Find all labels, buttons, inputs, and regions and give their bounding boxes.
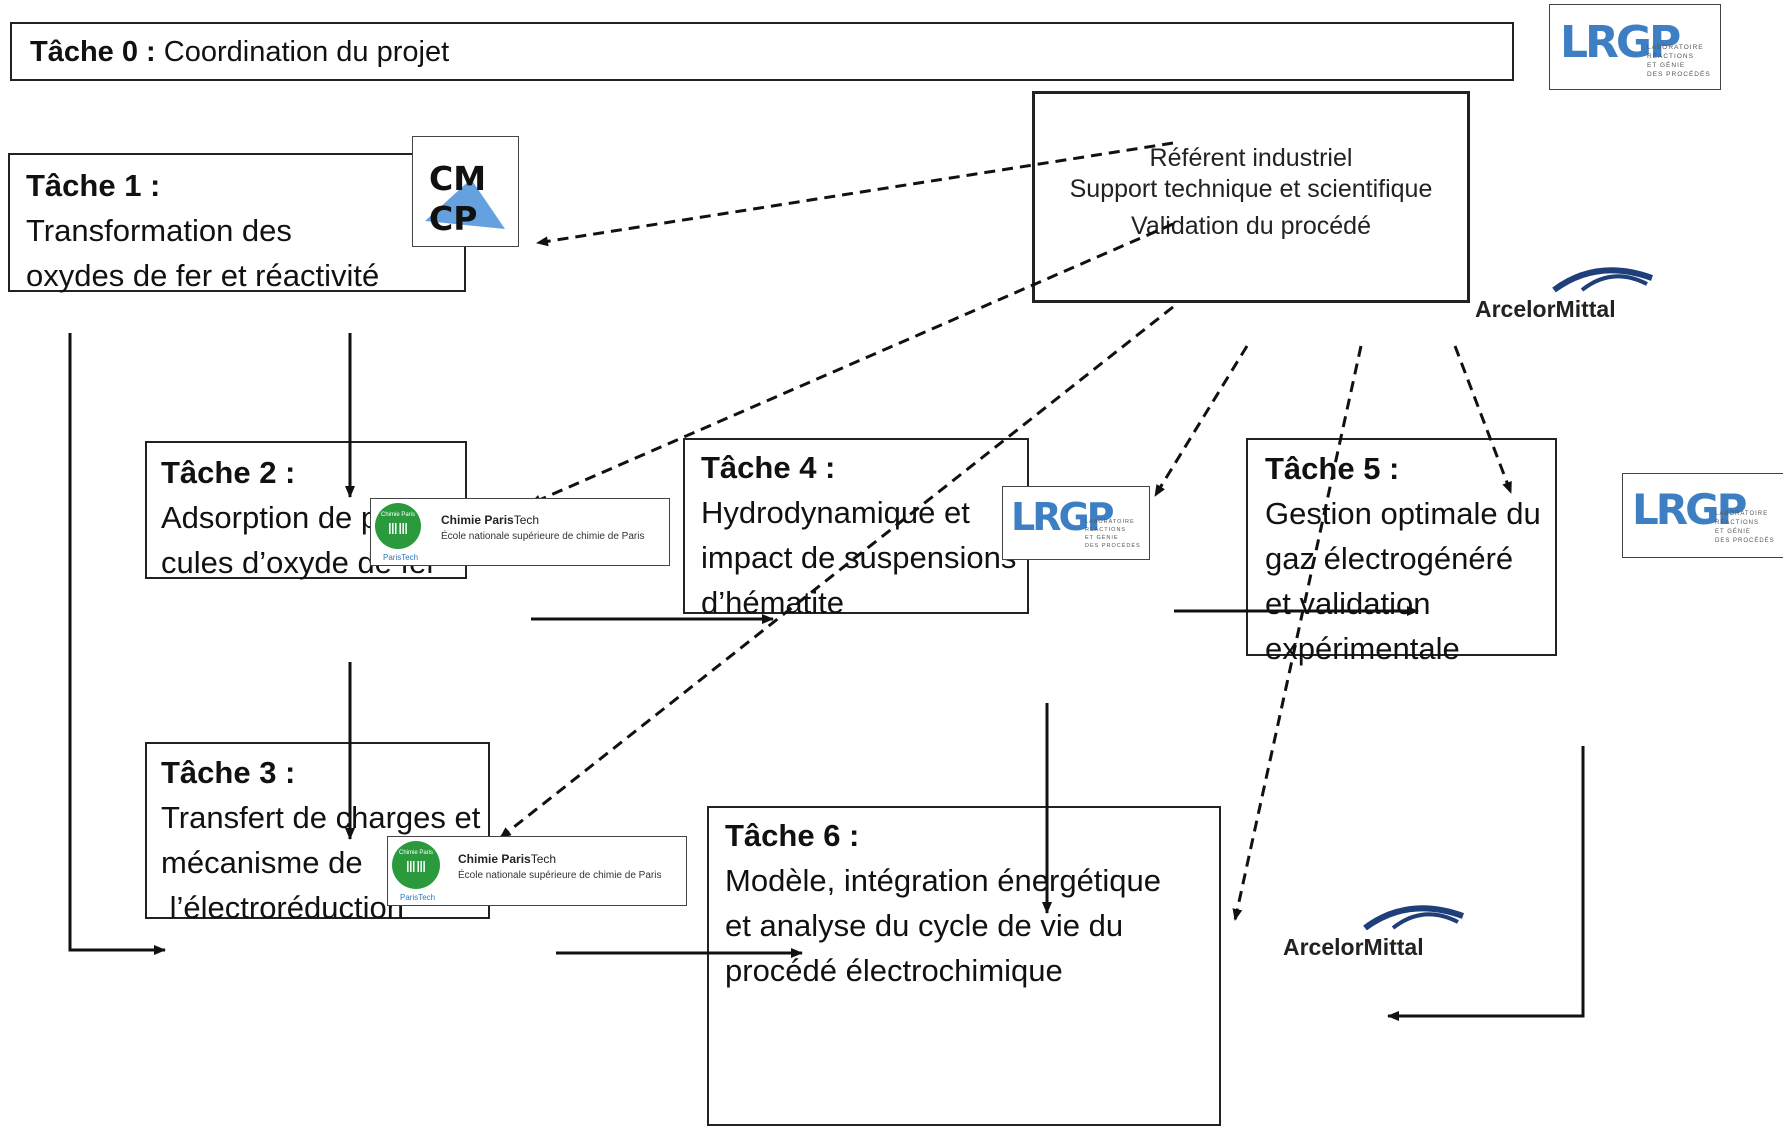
task4-label: Tâche 4 : <box>701 450 836 485</box>
arcelormittal-name: ArcelorMittal <box>1283 934 1424 960</box>
task6-line: Modèle, intégration énergétique <box>725 863 1162 898</box>
chimie-paristech-school: École nationale supérieure de chimie de … <box>441 531 645 542</box>
task6-box: Tâche 6 : Modèle, intégration énergétiqu… <box>707 806 1221 1126</box>
task0-text: Tâche 0 : Coordination du projet <box>30 30 449 75</box>
chimie-paristech-emblem: Chimie Paris ⅢⅢ <box>392 841 440 889</box>
task5-line: expérimentale <box>1265 631 1460 666</box>
industrial-referent-box: Référent industriel Support technique et… <box>1032 91 1470 303</box>
lrgp-mark: LRGP <box>1632 485 1747 534</box>
lrgp-logo: LRGP LABORATOIRE RÉACTIONS ET GÉNIE DES … <box>1549 4 1721 90</box>
chimie-paristech-logo: Chimie Paris ⅢⅢ Chimie ParisTech École n… <box>387 836 687 906</box>
lrgp-mark: LRGP <box>1560 17 1681 68</box>
task1-line: Transformation des <box>26 213 292 248</box>
arcelormittal-arc-icon <box>1363 905 1465 931</box>
cmcp-logo: CM CP <box>412 136 519 247</box>
cmcp-row1: CM <box>429 159 487 198</box>
task4-text: Tâche 4 : Hydrodynamique et impact de su… <box>701 445 1016 625</box>
chimie-paristech-name: Chimie ParisTech <box>458 852 557 866</box>
paristech-footer: ParisTech <box>383 553 419 562</box>
task0-desc: Coordination du projet <box>163 36 450 68</box>
support-line: Support technique et scientifique <box>1069 175 1433 203</box>
task5-label: Tâche 5 : <box>1265 451 1400 486</box>
task5-line: gaz électrogénéré <box>1265 541 1514 576</box>
task6-text: Tâche 6 : Modèle, intégration énergétiqu… <box>725 813 1161 993</box>
task3-line: mécanisme de <box>161 845 363 880</box>
chimie-paristech-logo: Chimie Paris ⅢⅢ Chimie ParisTech École n… <box>370 498 670 566</box>
task3-text: Tâche 3 : Transfert de charges et mécani… <box>161 750 480 930</box>
lrgp-subtitle: LABORATOIRE RÉACTIONS ET GÉNIE DES PROCÉ… <box>1647 44 1711 78</box>
task5-line: Gestion optimale du <box>1265 496 1541 531</box>
task6-label: Tâche 6 : <box>725 818 860 853</box>
task0-box: Tâche 0 : Coordination du projet <box>10 22 1514 81</box>
task2-label: Tâche 2 : <box>161 455 296 490</box>
cmcp-graphic <box>425 179 505 229</box>
task3-line: Transfert de charges et <box>161 800 481 835</box>
task0-label: Tâche 0 : <box>30 36 156 68</box>
task1-line: oxydes de fer et réactivité <box>26 258 380 293</box>
paristech-footer: ParisTech <box>400 893 436 902</box>
lrgp-logo: LRGP LABORATOIRE RÉACTIONS ET GÉNIE DES … <box>1622 473 1783 558</box>
task1-label: Tâche 1 : <box>26 168 161 203</box>
task6-line: et analyse du cycle de vie du <box>725 908 1124 943</box>
task4-line: impact de suspensions <box>701 540 1017 575</box>
dashed-arrow-to-task4 <box>1153 345 1249 497</box>
chimie-paristech-name: Chimie ParisTech <box>441 513 540 527</box>
task4-line: Hydrodynamique et <box>701 495 970 530</box>
task1-box: Tâche 1 : Transformation des oxydes de f… <box>8 153 466 293</box>
task5-box: Tâche 5 : Gestion optimale du gaz électr… <box>1246 438 1557 666</box>
validation-line: Validation du procédé <box>1131 212 1371 240</box>
chimie-paristech-emblem: Chimie Paris ⅢⅢ <box>375 503 421 549</box>
task6-line: procédé électrochimique <box>725 953 1063 988</box>
lrgp-subtitle: LABORATOIRE RÉACTIONS ET GÉNIE DES PROCÉ… <box>1085 519 1141 549</box>
lrgp-logo: LRGP LABORATOIRE RÉACTIONS ET GÉNIE DES … <box>1002 486 1150 560</box>
cmcp-blue-triangle <box>425 179 505 229</box>
referent-line: Référent industriel <box>1149 144 1353 172</box>
task3-label: Tâche 3 : <box>161 755 296 790</box>
task5-text: Tâche 5 : Gestion optimale du gaz électr… <box>1265 446 1541 671</box>
task4-line: d’hématite <box>701 585 845 620</box>
arcelormittal-name: ArcelorMittal <box>1475 296 1616 322</box>
lrgp-subtitle: LABORATOIRE RÉACTIONS ET GÉNIE DES PROCÉ… <box>1715 511 1775 544</box>
chimie-paristech-school: École nationale supérieure de chimie de … <box>458 870 662 881</box>
arcelormittal-logo: ArcelorMittal <box>1472 256 1662 328</box>
task5-line: et validation <box>1265 586 1431 621</box>
task1-text: Tâche 1 : Transformation des oxydes de f… <box>26 163 379 298</box>
arcelormittal-logo: ArcelorMittal <box>1283 894 1473 966</box>
task4-box: Tâche 4 : Hydrodynamique et impact de su… <box>683 438 1029 620</box>
arrow-task5-to-task6 <box>1387 746 1585 1021</box>
task3-line: l’électroréduction <box>161 890 404 925</box>
cmcp-row2: CP <box>429 199 478 238</box>
arcelormittal-arc-icon <box>1552 267 1654 293</box>
